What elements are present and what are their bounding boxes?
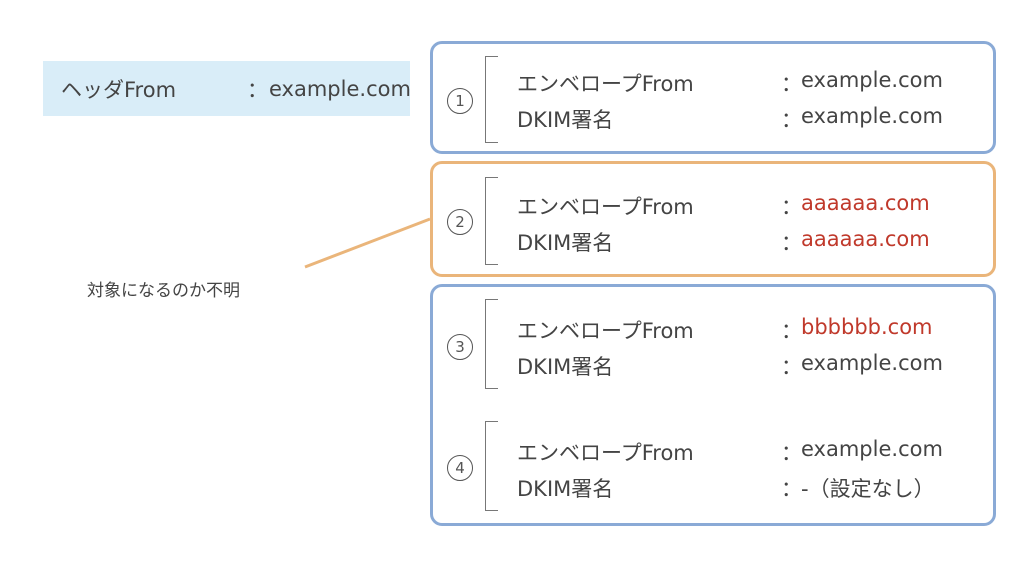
envelope-from-label: エンベロープFrom (517, 195, 694, 219)
colon: ： (781, 319, 802, 343)
case-number-badge: 3 (447, 334, 473, 360)
header-from-box: ヘッダFrom ： example.com (43, 61, 411, 116)
envelope-from-label: エンベロープFrom (517, 441, 694, 465)
case-number-badge: 2 (447, 209, 473, 235)
colon: ： (781, 231, 802, 255)
bracket (485, 56, 498, 143)
annotation-text: 対象になるのか不明 (87, 281, 240, 301)
dkim-value: aaaaaa.com (801, 227, 930, 251)
colon: ： (781, 72, 802, 96)
case-entry-2: 2 エンベロープFrom ： aaaaaa.com DKIM署名 ： aaaaa… (433, 169, 993, 269)
dkim-label: DKIM署名 (517, 355, 614, 379)
dkim-value: example.com (801, 351, 943, 375)
case-number-badge: 4 (447, 455, 473, 481)
dkim-value: example.com (801, 104, 943, 128)
envelope-from-value: aaaaaa.com (801, 191, 930, 215)
envelope-from-value: example.com (801, 68, 943, 92)
envelope-from-value: bbbbbb.com (801, 315, 933, 339)
envelope-from-label: エンベロープFrom (517, 72, 694, 96)
colon: ： (781, 477, 802, 501)
header-from-colon: ： (247, 77, 268, 102)
case-number-badge: 1 (447, 88, 473, 114)
colon: ： (781, 108, 802, 132)
dkim-value: -（設定なし） (801, 477, 935, 501)
case-group-2: 2 エンベロープFrom ： aaaaaa.com DKIM署名 ： aaaaa… (430, 161, 996, 277)
case-group-1: 1 エンベロープFrom ： example.com DKIM署名 ： exam… (430, 41, 996, 154)
bracket (485, 421, 498, 511)
dkim-label: DKIM署名 (517, 231, 614, 255)
bracket (485, 299, 498, 389)
envelope-from-value: example.com (801, 437, 943, 461)
case-entry-4: 4 エンベロープFrom ： example.com DKIM署名 ： -（設定… (433, 417, 993, 517)
dkim-label: DKIM署名 (517, 108, 614, 132)
colon: ： (781, 195, 802, 219)
colon: ： (781, 441, 802, 465)
header-from-value: example.com (269, 76, 411, 101)
colon: ： (781, 355, 802, 379)
header-from-label: ヘッダFrom (61, 77, 177, 102)
case-entry-3: 3 エンベロープFrom ： bbbbbb.com DKIM署名 ： examp… (433, 293, 993, 393)
dkim-label: DKIM署名 (517, 477, 614, 501)
case-group-3-4: 3 エンベロープFrom ： bbbbbb.com DKIM署名 ： examp… (430, 284, 996, 526)
envelope-from-label: エンベロープFrom (517, 319, 694, 343)
case-entry-1: 1 エンベロープFrom ： example.com DKIM署名 ： exam… (433, 48, 993, 148)
bracket (485, 177, 498, 265)
